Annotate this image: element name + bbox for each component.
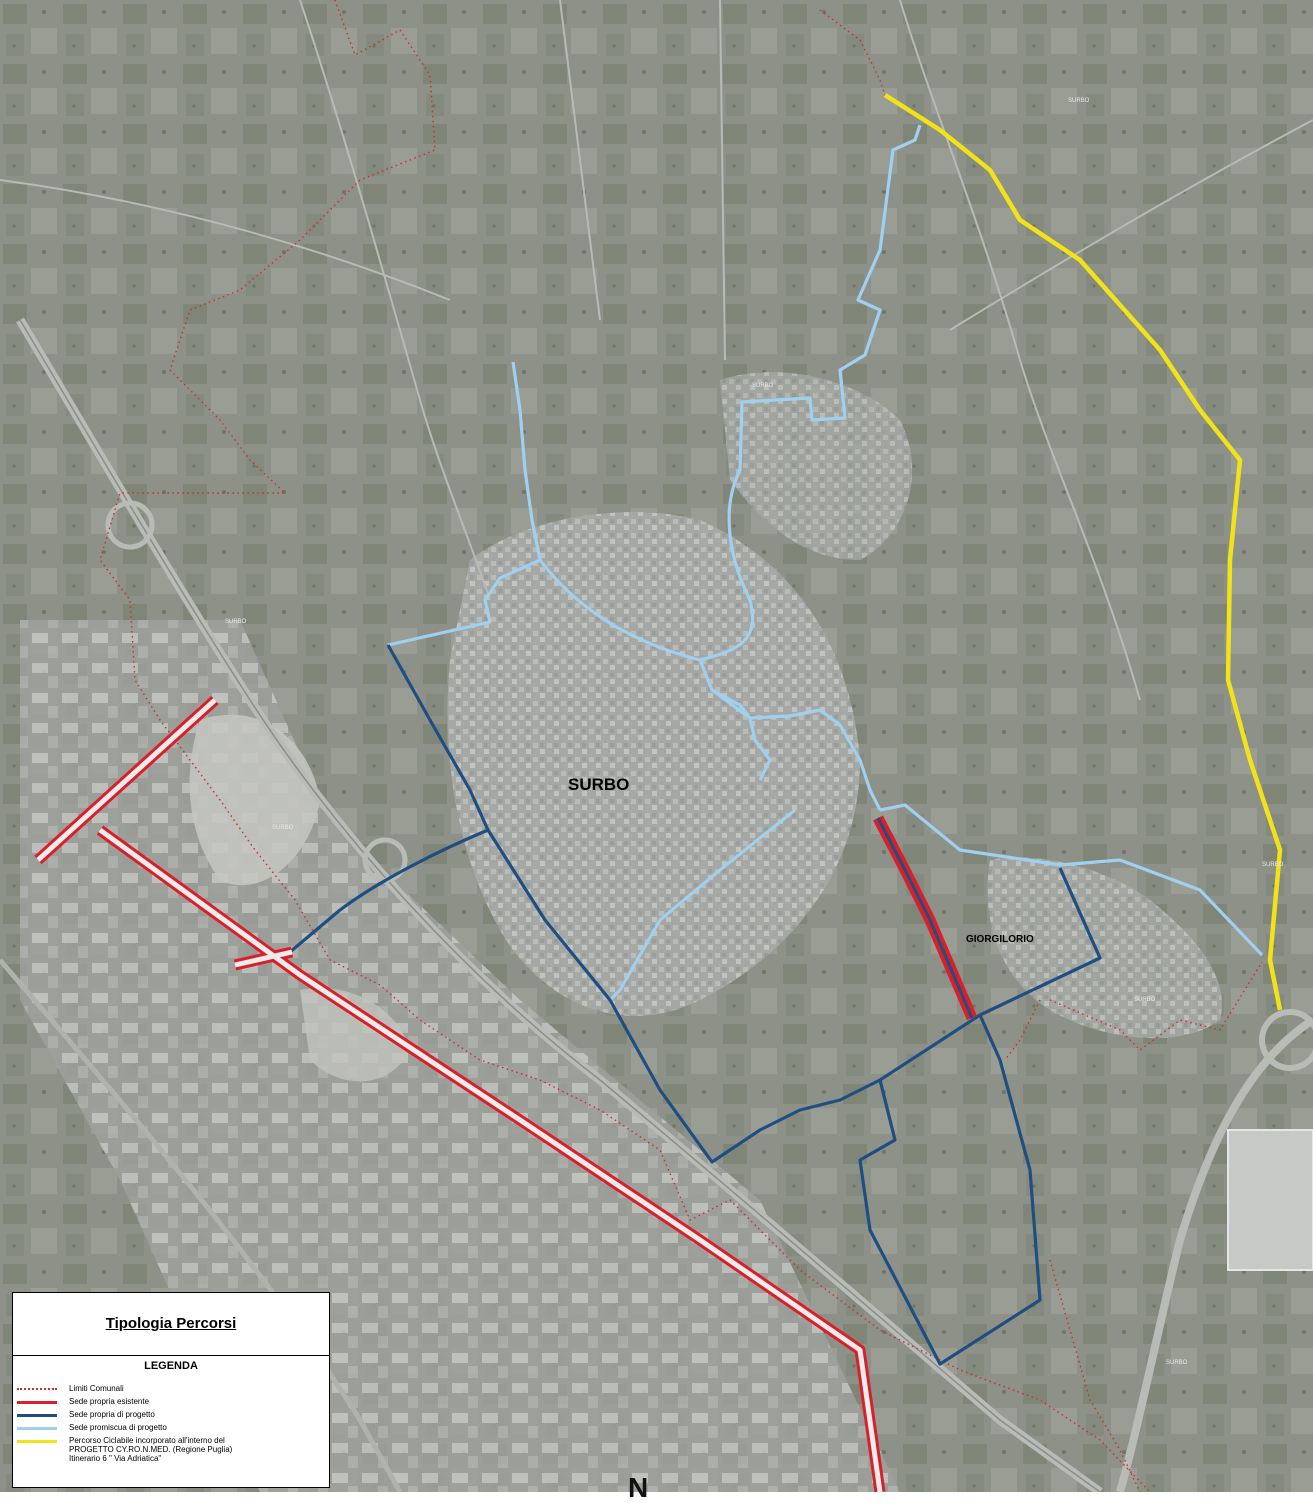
legend-label: Percorso Ciclabile incorporato all'inter…	[69, 1436, 233, 1463]
legend-symbol-yellow	[17, 1440, 57, 1443]
planned-own-paths[interactable]	[288, 644, 1102, 1366]
road-sign-label: SURBO	[272, 825, 294, 831]
giorgilorio-urban-area	[987, 857, 1222, 1039]
prison-complex	[1227, 1129, 1313, 1271]
existing-paths[interactable]	[34, 695, 978, 1492]
roundabout-east	[1259, 1009, 1313, 1071]
quarry-area-south	[300, 988, 410, 1082]
road-sign-label: SURBO	[1134, 997, 1156, 1003]
road-sign-label: SURBO	[1166, 1360, 1188, 1366]
cyronmed-route[interactable]	[883, 93, 1283, 1011]
legend-symbol-dark-blue	[17, 1414, 57, 1417]
legend-symbol-light-blue	[17, 1427, 57, 1430]
legend-label: Sede propria esistente	[69, 1397, 150, 1406]
legend-heading: LEGENDA	[144, 1360, 198, 1372]
legend-panel: Tipologia Percorsi LEGENDA Limiti Comuna…	[12, 1292, 330, 1488]
municipal-limits	[99, 0, 1263, 1492]
legend-label: Sede promiscua di progetto	[69, 1423, 167, 1432]
surbo-urban-area	[447, 512, 860, 1016]
legend-label: Sede propria di progetto	[69, 1410, 155, 1419]
legend-divider	[13, 1355, 329, 1356]
legend-label: Limiti Comunali	[69, 1384, 124, 1393]
legend-title: Tipologia Percorsi	[105, 1315, 237, 1332]
place-label-surbo: SURBO	[568, 775, 630, 794]
road-sign-label: SURBO	[1262, 862, 1284, 868]
planned-shared-paths[interactable]	[387, 124, 1264, 1002]
roundabout-west	[105, 500, 155, 550]
highway-east	[1116, 1016, 1313, 1492]
north-arrow: N	[628, 1472, 649, 1503]
minor-roads	[0, 0, 1313, 701]
legend-symbol-dotted	[17, 1388, 57, 1390]
road-sign-label: SURBO	[1068, 98, 1090, 104]
legend-symbol-red	[17, 1401, 57, 1404]
road-sign-label: SURBO	[225, 619, 247, 625]
north-urban-area	[720, 372, 913, 560]
road-sign-label: SURBO	[752, 383, 774, 389]
place-label-giorgilorio: GIORGILORIO	[966, 934, 1034, 945]
